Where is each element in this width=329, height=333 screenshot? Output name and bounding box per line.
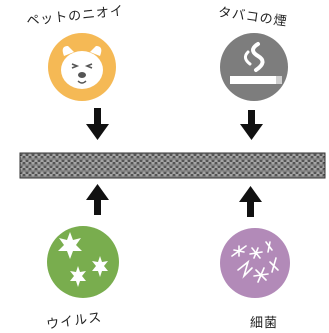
tobacco-smoke-source bbox=[220, 33, 288, 101]
bacteria-icon bbox=[231, 241, 279, 283]
cigarette-smoke-icon bbox=[230, 42, 282, 84]
bacteria-source bbox=[220, 228, 290, 298]
virus-circle bbox=[47, 226, 119, 298]
bacteria-label: 細菌 bbox=[250, 316, 279, 331]
arrow-virus-to-filter bbox=[86, 184, 109, 215]
dog-face-icon bbox=[61, 46, 103, 89]
filter-strip bbox=[19, 152, 326, 179]
tobacco-circle bbox=[220, 33, 288, 101]
arrow-tobacco-to-filter bbox=[240, 110, 263, 140]
virus-source bbox=[47, 226, 119, 298]
virus-icon bbox=[58, 232, 108, 287]
bacteria-circle bbox=[220, 228, 290, 298]
arrow-pet-to-filter bbox=[86, 108, 109, 140]
pet-odor-source bbox=[48, 33, 116, 101]
arrow-bacteria-to-filter bbox=[239, 186, 262, 217]
